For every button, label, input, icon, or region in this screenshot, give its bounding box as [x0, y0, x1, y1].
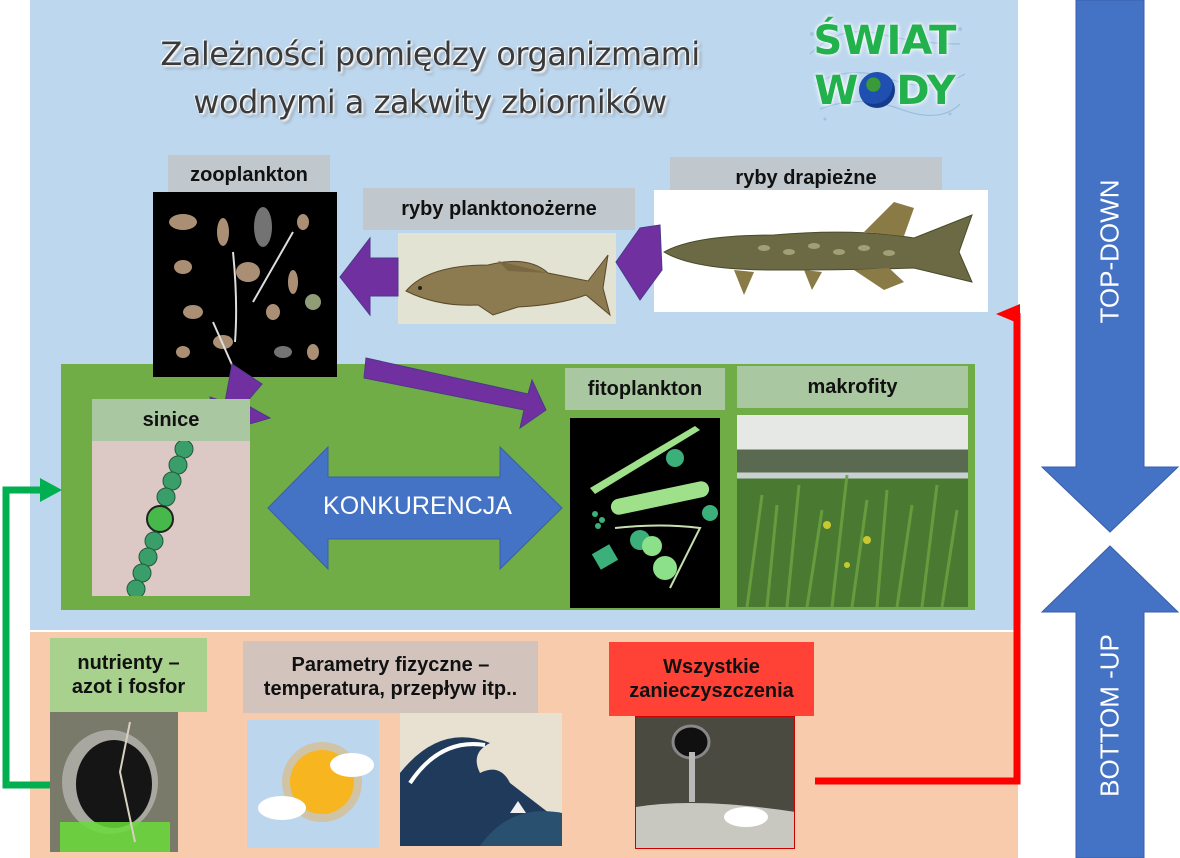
reeds-icon: [745, 474, 959, 607]
label-ryby-planktonozerne: ryby planktonożerne: [363, 188, 635, 230]
logo-word-swiat: ŚWIAT: [813, 18, 957, 64]
nutrienty-image: [50, 712, 178, 852]
bottom-up-label: BOTTOM -UP: [1094, 634, 1125, 797]
top-down-label: TOP-DOWN: [1094, 179, 1125, 324]
arrow-pike-to-carp: [615, 224, 663, 301]
fitoplankton-image: [570, 418, 720, 608]
zooplankton-organisms-icon: [169, 207, 321, 368]
diagram-title: Zależności pomiędzy organizmami wodnymi …: [80, 30, 780, 126]
nutrient-feedback-line: [2, 486, 52, 789]
label-zanieczyszczenia: Wszystkie zanieczyszczenia: [609, 642, 814, 716]
label-fitoplankton: fitoplankton: [565, 368, 725, 410]
label-nutrienty: nutrienty – azot i fosfor: [50, 638, 207, 712]
polluted-outflow-icon: [636, 724, 794, 848]
drain-pipe-icon: [60, 721, 170, 852]
pike-fish-icon: [663, 202, 973, 295]
red-arrowhead-icon: [996, 304, 1020, 324]
competition-label: KONKURENCJA: [323, 492, 512, 520]
great-wave-image: [400, 713, 562, 846]
great-wave-icon: [400, 737, 562, 846]
label-zooplankton: zooplankton: [168, 155, 330, 195]
pike-image: [654, 190, 988, 312]
cyanobacteria-chain-icon: [126, 441, 194, 596]
makrofity-image: [737, 415, 968, 607]
zooplankton-image: [153, 192, 337, 377]
label-makrofity: makrofity: [737, 366, 968, 408]
carp-image: [398, 233, 616, 324]
phytoplankton-cells-icon: [590, 426, 718, 589]
sun-clouds-icon: [258, 742, 374, 822]
pollution-feedback-line: [815, 313, 1021, 785]
competition-double-arrow: [267, 445, 563, 571]
carp-fish-icon: [405, 254, 611, 317]
title-line-2: wodnymi a zakwity zbiorników: [193, 83, 667, 121]
bottom-up-arrow: [1040, 545, 1180, 858]
sinice-image: [92, 441, 250, 596]
arrow-carp-to-zooplankton: [339, 236, 399, 317]
title-line-1: Zależności pomiędzy organizmami: [160, 35, 700, 73]
globe-icon: [859, 72, 896, 108]
sun-clouds-image: [247, 720, 379, 848]
green-arrowhead-icon: [40, 478, 62, 502]
arrow-zooplankton-to-fitoplankton: [363, 357, 547, 430]
label-sinice: sinice: [92, 399, 250, 441]
zanieczyszczenia-image: [635, 716, 795, 849]
top-down-arrow: [1040, 0, 1180, 533]
label-parametry-fizyczne: Parametry fizyczne – temperatura, przepł…: [243, 641, 538, 713]
